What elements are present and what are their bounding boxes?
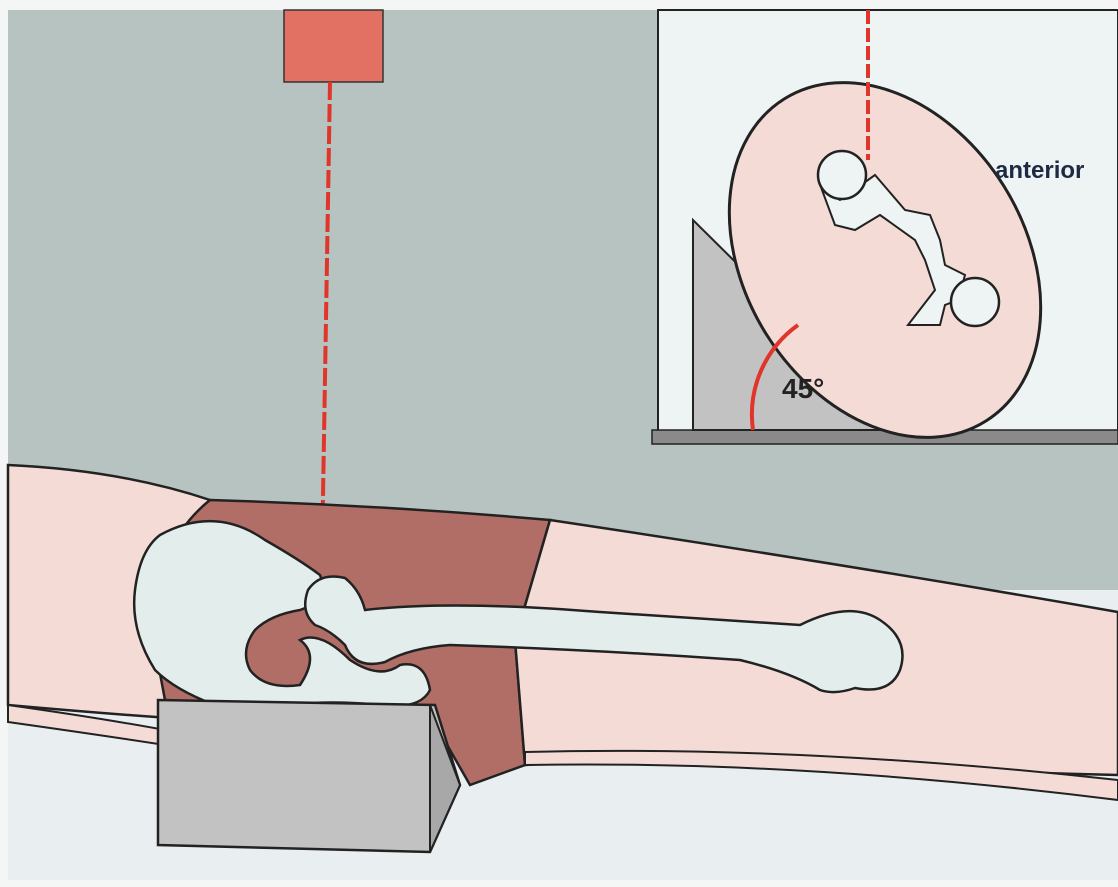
xray-tube [284,10,383,82]
cross-section-inset: 45° anterior [652,10,1118,495]
anterior-label: anterior [995,157,1084,184]
femoral-head-upper [818,151,866,199]
positioning-block [158,700,460,852]
femoral-head-lower [951,278,999,326]
block-top-face [158,700,460,852]
angle-label: 45° [782,373,824,404]
